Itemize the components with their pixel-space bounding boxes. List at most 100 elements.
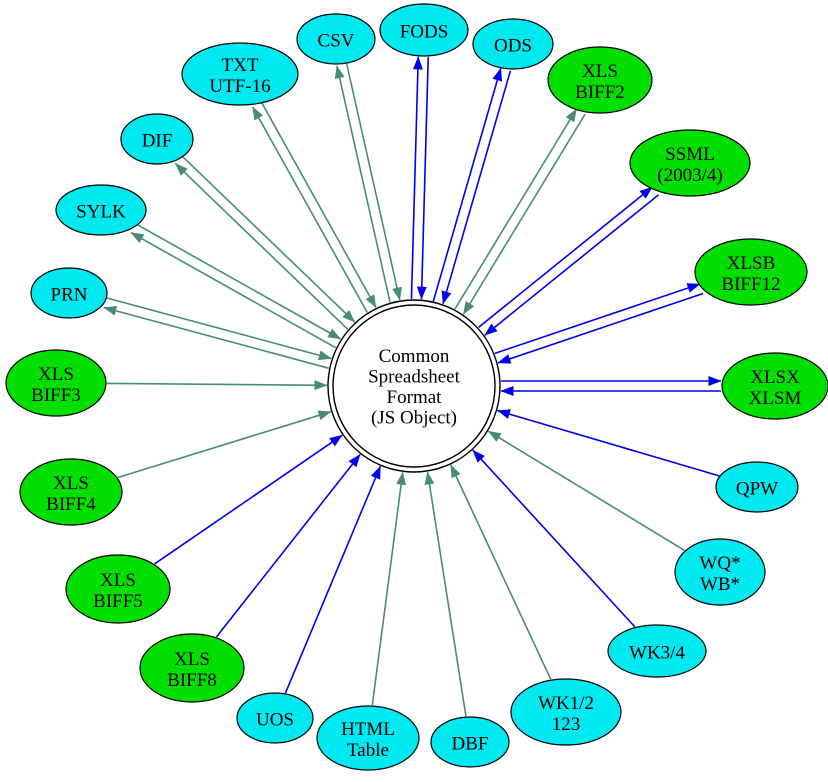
node-label-line: BIFF2	[575, 82, 625, 103]
node-label-line: XLS	[582, 61, 618, 82]
edge-xlsb-biff12-read	[497, 292, 704, 364]
node-shape-prn	[30, 267, 108, 319]
node-label-line: 123	[552, 714, 581, 735]
node-dif: DIF	[120, 113, 194, 165]
node-shape-sylk	[55, 184, 147, 236]
node-label-line: XLS	[100, 570, 136, 591]
node-label-line: UTF-16	[209, 76, 270, 97]
node-shape-xls-biff3	[5, 349, 107, 417]
edge-xls-biff2-read	[462, 113, 586, 315]
node-wq-wb: WQ*WB*	[674, 538, 766, 606]
node-label-line: BIFF12	[721, 274, 780, 295]
node-label-line: HTML	[341, 719, 395, 740]
node-label-line: TXT	[222, 55, 259, 76]
center-outer-circle	[327, 299, 501, 473]
edge-xls-biff8-read	[215, 453, 361, 638]
edge-xls-biff4-read	[117, 410, 332, 479]
node-shape-xls-biff4	[19, 458, 123, 526]
node-shape-ods	[472, 18, 554, 70]
edge-uos-read	[284, 465, 382, 694]
edge-qpw-read	[496, 409, 720, 477]
node-shape-xlsb-biff12	[694, 238, 808, 306]
node-label-line: BIFF8	[167, 670, 217, 691]
node-label-line: XLSM	[749, 388, 802, 409]
edge-html-table-read	[371, 471, 407, 706]
node-shape-html-table	[316, 705, 420, 771]
node-label-line: WK3/4	[629, 643, 685, 664]
node-label-line: WK1/2	[538, 693, 594, 714]
node-shape-wk12-123	[510, 678, 622, 746]
node-ods: ODS	[472, 18, 554, 70]
edge-wq-wb-read	[487, 430, 685, 552]
node-sylk: SYLK	[55, 184, 147, 236]
node-label-line: (2003/4)	[657, 165, 722, 186]
node-label-line: XLSX	[750, 367, 800, 388]
node-uos: UOS	[236, 692, 314, 744]
edge-ssml-read	[484, 194, 660, 336]
node-label-line: DBF	[452, 734, 489, 755]
node-wk34: WK3/4	[607, 624, 707, 678]
edge-xls-biff2-write	[454, 108, 578, 310]
node-label-line: SSML	[665, 144, 715, 165]
edge-xlsb-biff12-write	[494, 283, 701, 355]
node-shape-xlsx-xlsm	[721, 352, 828, 420]
node-shape-ssml	[629, 129, 751, 197]
node-shape-wq-wb	[674, 538, 766, 606]
edge-fods-write	[410, 56, 423, 299]
node-shape-wk34	[607, 624, 707, 678]
node-label-line: BIFF3	[31, 385, 81, 406]
node-shape-uos	[236, 692, 314, 744]
edge-csv-write	[334, 65, 391, 303]
node-label-line: XLSB	[727, 253, 776, 274]
node-label-line: UOS	[256, 710, 294, 731]
edge-xls-biff5-read	[154, 434, 343, 565]
edge-dbf-read	[424, 471, 467, 717]
node-label-line: WQ*	[699, 553, 740, 574]
center-inner-circle	[332, 304, 496, 468]
node-prn: PRN	[30, 267, 108, 319]
node-label-line: XLS	[174, 649, 210, 670]
edge-sylk-write	[130, 231, 337, 349]
center-label-line: (JS Object)	[371, 407, 457, 428]
node-shape-dif	[120, 113, 194, 165]
node-label-line: Table	[347, 740, 389, 761]
node-qpw: QPW	[715, 461, 799, 513]
node-label-line: BIFF4	[46, 494, 96, 515]
node-shape-txt-utf16	[181, 42, 299, 106]
node-label-line: FODS	[400, 22, 449, 43]
center-label-line: Common	[379, 346, 450, 367]
edge-txt-utf16-write	[251, 106, 368, 313]
edge-csv-read	[345, 63, 402, 301]
node-shape-xls-biff8	[139, 633, 245, 703]
node-label-line: SYLK	[76, 202, 126, 223]
node-label-line: ODS	[494, 36, 532, 57]
edge-ods-write	[432, 67, 503, 302]
node-label-line: PRN	[51, 285, 88, 306]
center-label-line: Spreadsheet	[368, 366, 461, 387]
node-label-line: XLS	[53, 473, 89, 494]
node-dbf: DBF	[430, 716, 510, 768]
node-ssml: SSML(2003/4)	[629, 129, 751, 197]
edge-wk34-read	[472, 449, 636, 628]
node-label-line: BIFF5	[93, 591, 143, 612]
edge-fods-read	[416, 57, 430, 300]
node-fods: FODS	[379, 3, 469, 57]
edge-prn-write	[103, 305, 329, 369]
node-label-line: QPW	[736, 479, 778, 500]
node-shape-xls-biff5	[65, 554, 171, 624]
edge-xls-biff3-read	[106, 380, 328, 391]
center-label-line: Format	[387, 387, 443, 408]
